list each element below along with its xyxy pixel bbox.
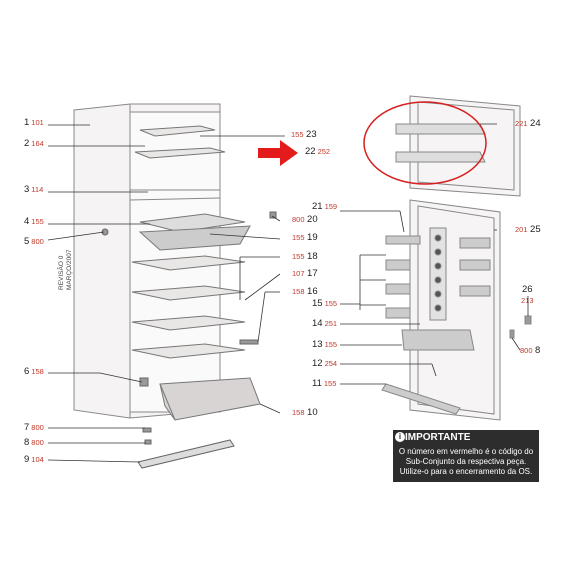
info-icon: i xyxy=(395,432,405,442)
callout-8b: 800 8 xyxy=(520,345,541,356)
revision-date: MARÇO/2007 xyxy=(66,249,73,290)
highlight-ellipse xyxy=(363,101,487,185)
fridge-shelves xyxy=(131,213,261,421)
leader-lines xyxy=(47,123,529,463)
callout-23: 155 23 xyxy=(291,129,317,140)
revision-note: REVISÃO 0 MARÇO/2007 xyxy=(58,250,74,290)
callout-16: 158 16 xyxy=(292,286,318,297)
callout-18: 155 18 xyxy=(292,251,318,262)
callout-17: 107 17 xyxy=(292,268,318,279)
notice-body: O número em vermelho é o código do Sub-C… xyxy=(395,447,537,477)
notice-title: IMPORTANTE xyxy=(405,432,471,443)
callout-25: 201 25 xyxy=(515,224,541,235)
callout-19: 155 19 xyxy=(292,232,318,243)
door-25 xyxy=(381,199,532,421)
important-notice xyxy=(393,430,539,482)
callout-10: 158 10 xyxy=(292,407,318,418)
freezer-shelf xyxy=(134,125,226,159)
callout-20: 800 20 xyxy=(292,214,318,225)
callout-24: 221 24 xyxy=(515,118,541,129)
notice-line: Utilize-o para o encerramento da OS. xyxy=(399,467,533,476)
notice-line: O número em vermelho é o código do xyxy=(398,447,534,456)
door-24 xyxy=(395,95,521,197)
notice-line: Sub-Conjunto da respectiva peça. xyxy=(405,457,527,466)
highlight-arrow xyxy=(258,140,298,166)
small-parts xyxy=(101,211,277,469)
revision-number: REVISÃO 0 xyxy=(58,255,65,290)
